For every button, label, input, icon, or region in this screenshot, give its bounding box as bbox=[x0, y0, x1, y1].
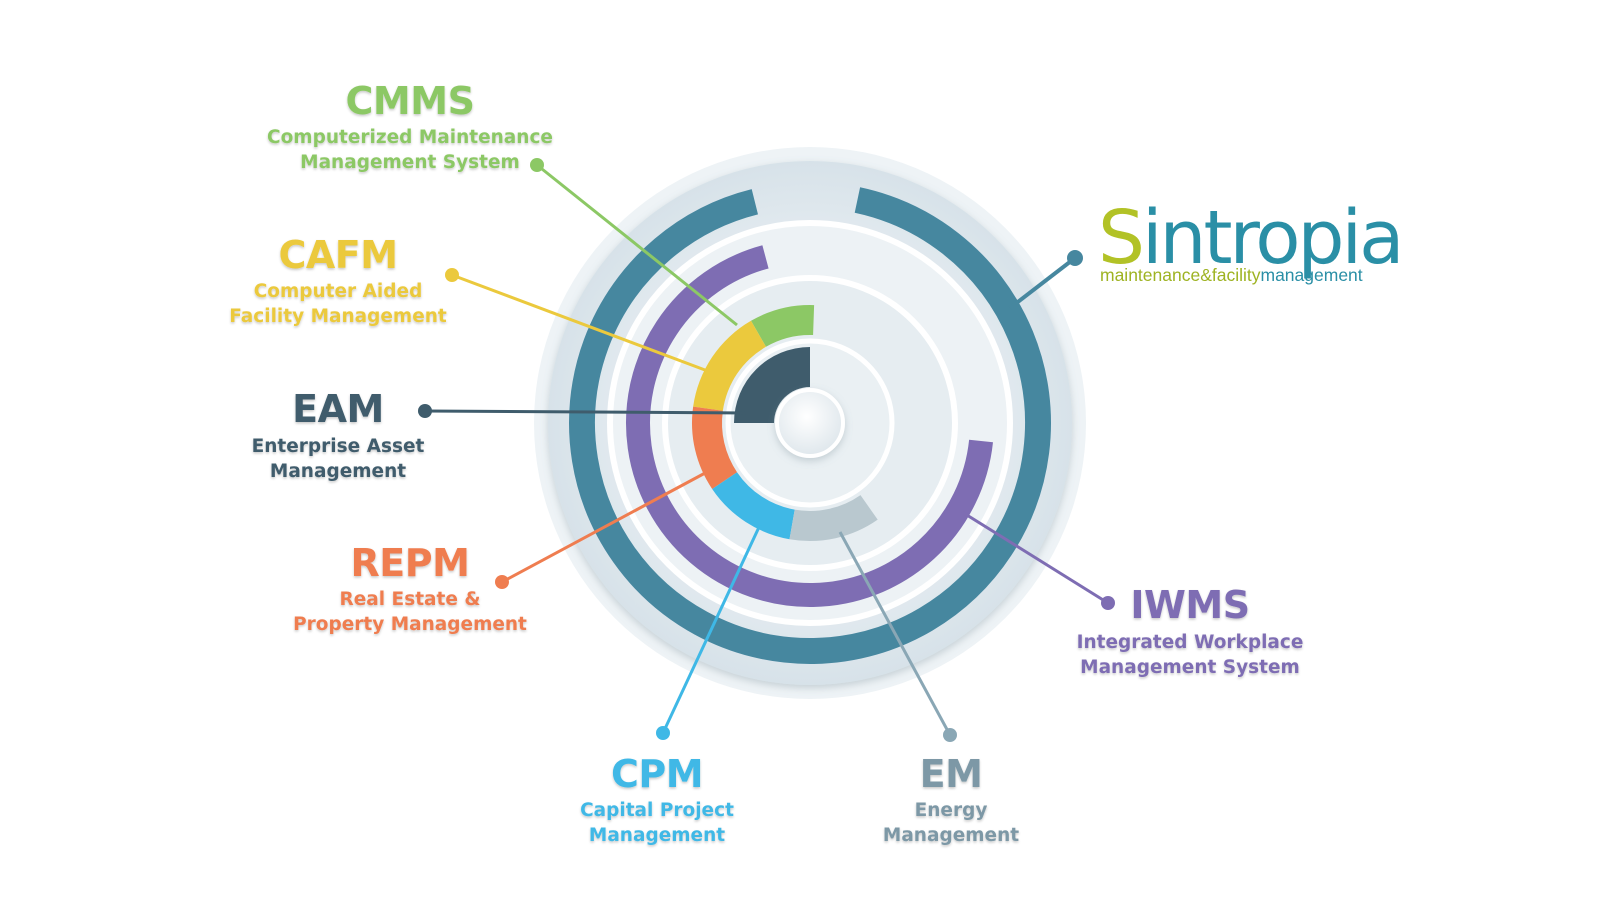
cafm-abbreviation: CAFM bbox=[278, 233, 397, 277]
cmms-abbreviation: CMMS bbox=[346, 79, 475, 123]
iwms-description-line1: Integrated Workplace bbox=[1077, 632, 1304, 653]
eam-core-segment bbox=[734, 347, 810, 423]
iwms-label: IWMS Integrated Workplace Management Sys… bbox=[1077, 583, 1304, 678]
cpm-connector bbox=[661, 524, 762, 734]
repm-connector bbox=[501, 470, 708, 584]
cpm-ring-segment bbox=[712, 472, 795, 540]
em-description-line1: Energy bbox=[915, 800, 988, 821]
sintropia-logo-tagline: maintenance&facilitymanagement bbox=[1100, 265, 1363, 285]
cmms-label: CMMS Computerized Maintenance Management… bbox=[267, 79, 553, 173]
cmms-ring-segment bbox=[751, 304, 815, 347]
eam-description-line2: Management bbox=[270, 461, 406, 482]
cpm-description-line2: Management bbox=[589, 825, 725, 846]
iwms-description-line2: Management System bbox=[1080, 657, 1300, 678]
em-connector bbox=[838, 531, 952, 736]
cafm-description-line1: Computer Aided bbox=[254, 281, 423, 302]
sintropia-outer-ring bbox=[569, 187, 1051, 664]
ring-segments bbox=[569, 187, 1051, 664]
cpm-description-line1: Capital Project bbox=[580, 800, 734, 821]
cpm-label: CPM Capital Project Management bbox=[580, 752, 734, 846]
em-ring-segment bbox=[789, 495, 878, 541]
sintropia-logo-s: S bbox=[1098, 195, 1142, 281]
sintropia-logo: Sintropia maintenance&facilitymanagement bbox=[1098, 195, 1404, 285]
eam-connector bbox=[424, 409, 749, 415]
iwms-ring-segment bbox=[626, 245, 993, 607]
sintropia-connector-dot bbox=[1067, 250, 1083, 266]
repm-label: REPM Real Estate & Property Management bbox=[293, 541, 527, 635]
sintropia-connector bbox=[1008, 256, 1077, 310]
eam-label: EAM Enterprise Asset Management bbox=[252, 387, 425, 482]
repm-ring-segment bbox=[692, 406, 738, 489]
cafm-label: CAFM Computer Aided Facility Management bbox=[229, 233, 447, 327]
cpm-connector-dot bbox=[656, 726, 670, 740]
eam-description-line1: Enterprise Asset bbox=[252, 436, 425, 457]
sintropia-logo-rest: intropia bbox=[1142, 195, 1401, 281]
em-abbreviation: EM bbox=[920, 752, 983, 796]
background-discs bbox=[534, 147, 1086, 699]
eam-abbreviation: EAM bbox=[292, 387, 384, 431]
em-description-line2: Management bbox=[883, 825, 1019, 846]
cafm-description-line2: Facility Management bbox=[229, 306, 447, 327]
cafm-connector bbox=[451, 273, 706, 372]
cmms-connector-dot bbox=[530, 158, 544, 172]
eam-connector-dot bbox=[418, 404, 432, 418]
sintropia-tagline-part2: management bbox=[1261, 265, 1363, 285]
cafm-ring-segment bbox=[693, 320, 766, 411]
connector-lines bbox=[418, 158, 1115, 742]
repm-abbreviation: REPM bbox=[351, 541, 470, 585]
em-connector-dot bbox=[943, 728, 957, 742]
iwms-connector bbox=[961, 510, 1109, 605]
repm-connector-dot bbox=[495, 575, 509, 589]
cpm-abbreviation: CPM bbox=[611, 752, 703, 796]
cmms-description-line2: Management System bbox=[300, 152, 520, 173]
sintropia-tagline-part1: maintenance&facility bbox=[1100, 265, 1261, 285]
cafm-connector-dot bbox=[445, 268, 459, 282]
cmms-description-line1: Computerized Maintenance bbox=[267, 127, 553, 148]
center-hub bbox=[775, 388, 845, 458]
sintropia-logo-wordmark: Sintropia bbox=[1098, 195, 1401, 281]
cmms-connector bbox=[536, 163, 738, 327]
em-label: EM Energy Management bbox=[883, 752, 1019, 846]
iwms-connector-dot bbox=[1101, 596, 1115, 610]
repm-description-line1: Real Estate & bbox=[340, 589, 481, 610]
iwms-abbreviation: IWMS bbox=[1130, 583, 1249, 627]
repm-description-line2: Property Management bbox=[293, 614, 527, 635]
